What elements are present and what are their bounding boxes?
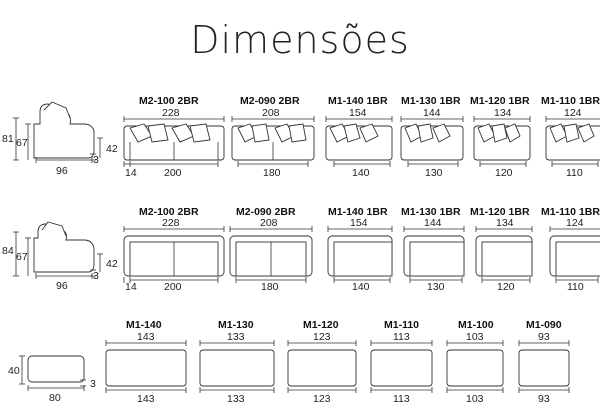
- row2-height-seat: 67: [16, 251, 28, 263]
- row1-side-view: 81 67 96 42 3: [2, 101, 118, 177]
- row2-module-3-label: M1-140 1BR: [328, 206, 388, 218]
- row3-module-4-width-bottom: 113: [393, 393, 410, 405]
- row3-module-6-width-top: 93: [538, 331, 550, 343]
- row3-module-5-width-top: 103: [466, 331, 484, 343]
- row2-module-1-arm: 14: [125, 281, 137, 293]
- row2-module-3: M1-140 1BR 154 140: [327, 206, 393, 293]
- row2-module-2: M2-090 2BR 208 180: [229, 206, 313, 293]
- row2-module-4-width-top: 144: [424, 217, 442, 229]
- row3-module-5-width-bottom: 103: [466, 393, 484, 405]
- row1-module-2-width-top: 208: [262, 107, 280, 119]
- row1-module-6: M1-110 1BR 124 110: [541, 95, 600, 179]
- row3-module-6: M1-090 93 93: [518, 319, 570, 405]
- row2-module-5: M1-120 1BR 134 120: [470, 206, 533, 293]
- row1-module-2-label: M2-090 2BR: [240, 95, 300, 107]
- row2-module-1-width-top: 228: [162, 217, 180, 229]
- row3-ottoman-profile: [27, 355, 85, 383]
- row1-depth: 96: [56, 165, 68, 177]
- row2-sofa-profile: [33, 223, 95, 273]
- row3-module-3: M1-120 123 123: [287, 319, 357, 405]
- row3-module-2-label: M1-130: [218, 319, 254, 331]
- row2-module-3-width-top: 154: [350, 217, 368, 229]
- row3-module-1-width-top: 143: [137, 331, 155, 343]
- row1-module-2-width-bottom: 180: [263, 167, 281, 179]
- row2-seat-height: 42: [106, 258, 118, 270]
- row2-module-6-label: M1-110 1BR: [541, 206, 600, 218]
- row3-module-4-width-top: 113: [393, 331, 410, 343]
- row2-module-4-label: M1-130 1BR: [401, 206, 461, 218]
- page-title: Dimensões: [190, 18, 410, 62]
- row2-height-total: 84: [2, 245, 14, 257]
- row3-module-4: M1-110 113 113: [370, 319, 433, 405]
- row2-module-3-width-bottom: 140: [352, 281, 370, 293]
- row1-module-5: M1-120 1BR 134 120: [470, 95, 531, 179]
- row2-module-6: M1-110 1BR 124 110: [541, 206, 600, 293]
- row1-module-1-width-bottom: 200: [164, 167, 182, 179]
- row2-module-2-width-top: 208: [260, 217, 278, 229]
- row1-module-2: M2-090 2BR 208 180: [231, 95, 315, 179]
- row3-module-5: M1-100 103 103: [446, 319, 504, 405]
- row3-module-3-width-bottom: 123: [313, 393, 331, 405]
- row1-cushion-outline: [43, 101, 71, 119]
- row1-height-total: 81: [2, 133, 14, 145]
- row2-module-6-width-bottom: 110: [567, 281, 584, 293]
- row2-side-view: 84 67 96 42 3: [2, 221, 118, 292]
- row1-module-6-label: M1-110 1BR: [541, 95, 600, 107]
- row3-leg: 3: [90, 378, 96, 390]
- row2-module-1-width-bottom: 200: [164, 281, 182, 293]
- row2-module-4-width-bottom: 130: [427, 281, 445, 293]
- row1-module-3-width-top: 154: [349, 107, 367, 119]
- row1-module-1-label: M2-100 2BR: [139, 95, 199, 107]
- row1-module-1: M2-100 2BR 228 14 200: [123, 95, 225, 179]
- row2-module-5-label: M1-120 1BR: [470, 206, 530, 218]
- row2-module-4: M1-130 1BR 144 130: [401, 206, 465, 293]
- row1-module-6-width-bottom: 110: [566, 167, 583, 179]
- row1-module-3: M1-140 1BR 154 140: [325, 95, 393, 179]
- row3-module-1-label: M1-140: [126, 319, 162, 331]
- row3-module-1: M1-140 143 143: [105, 319, 187, 405]
- row3-module-2-width-top: 133: [227, 331, 245, 343]
- row2-module-1: M2-100 2BR 228 14 200: [123, 206, 225, 293]
- row3-module-1-width-bottom: 143: [137, 393, 155, 405]
- row3-depth: 80: [49, 392, 61, 404]
- row1-module-4: M1-130 1BR 144 130: [400, 95, 464, 179]
- row1-module-4-width-top: 144: [423, 107, 441, 119]
- row3-module-2: M1-130 133 133: [199, 319, 275, 405]
- row2-module-1-label: M2-100 2BR: [139, 206, 199, 218]
- row3-module-3-width-top: 123: [313, 331, 331, 343]
- row1-module-4-width-bottom: 130: [425, 167, 443, 179]
- row1-seat-height: 42: [106, 143, 118, 155]
- row3-module-2-width-bottom: 133: [227, 393, 245, 405]
- row2-depth: 96: [56, 280, 68, 292]
- row3-height: 40: [8, 365, 20, 377]
- row2-module-2-width-bottom: 180: [261, 281, 279, 293]
- row3-side-view: 40 80 3: [8, 355, 96, 404]
- row2-leg: 3: [93, 270, 99, 282]
- row1-module-5-label: M1-120 1BR: [470, 95, 530, 107]
- row1-module-5-width-bottom: 120: [495, 167, 513, 179]
- row1-height-seat: 67: [16, 137, 28, 149]
- row1-module-6-width-top: 124: [564, 107, 582, 119]
- row1-module-3-width-bottom: 140: [352, 167, 370, 179]
- row3-module-3-label: M1-120: [303, 319, 339, 331]
- row3-module-6-label: M1-090: [526, 319, 562, 331]
- row1-module-4-label: M1-130 1BR: [401, 95, 461, 107]
- row3-module-6-width-bottom: 93: [538, 393, 550, 405]
- row1-module-1-width-top: 228: [162, 107, 180, 119]
- row3-module-5-label: M1-100: [458, 319, 494, 331]
- row1-module-5-width-top: 134: [494, 107, 512, 119]
- row2-module-5-width-bottom: 120: [497, 281, 515, 293]
- row1-leg: 3: [93, 154, 99, 166]
- row2-module-5-width-top: 134: [496, 217, 514, 229]
- row3-module-4-label: M1-110: [384, 319, 419, 331]
- row1-module-1-arm: 14: [125, 167, 137, 179]
- row2-module-2-label: M2-090 2BR: [236, 206, 296, 218]
- row1-sofa-profile: [33, 103, 95, 159]
- row1-module-3-label: M1-140 1BR: [328, 95, 388, 107]
- row2-module-6-width-top: 124: [566, 217, 584, 229]
